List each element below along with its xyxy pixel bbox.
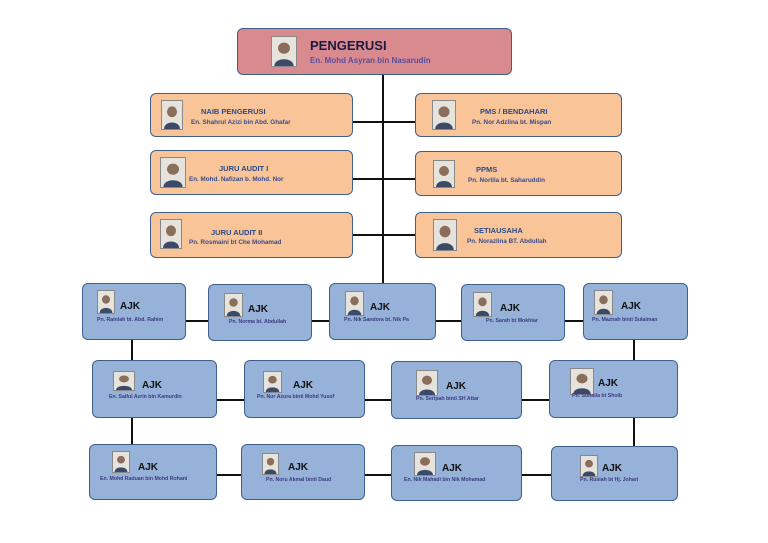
connector-officer-row3 — [352, 234, 416, 236]
person-photo-icon — [473, 292, 492, 317]
chairman-title: PENGERUSI — [310, 38, 387, 53]
connector-officer-row2 — [352, 178, 416, 180]
committee-title: AJK — [142, 380, 163, 391]
officer-box-vice-chairman: NAIB PENGERUSI En. Shahrul Azizi bin Abd… — [150, 93, 353, 137]
committee-name: Pn. Sarah bt Mokhtar — [486, 318, 538, 324]
committee-box: AJK Pn. Maznah binti Sulaiman — [583, 283, 688, 340]
committee-box: AJK Pn. Seripah binti SH Attar — [391, 361, 522, 419]
committee-name: Pn. Norma bt. Abdullah — [229, 319, 287, 325]
committee-box: AJK En. Nik Mahadi bin Nik Mohamad — [391, 445, 522, 501]
committee-title: AJK — [602, 463, 623, 474]
committee-box: AJK En. Saiful Azrin bin Kamurdin — [92, 360, 217, 418]
committee-title: AJK — [120, 301, 141, 312]
person-photo-icon — [160, 219, 182, 249]
officer-box-secretary: SETIAUSAHA Pn. Norazlina BT. Abdullah — [415, 212, 622, 258]
person-photo-icon — [271, 36, 297, 67]
chairman-name: En. Mohd Asyran bin Nasarudin — [310, 56, 431, 65]
officer-box-treasurer: PMS / BENDAHARI Pn. Nor Adzlina bt. Misp… — [415, 93, 622, 137]
person-photo-icon — [594, 290, 613, 315]
person-photo-icon — [580, 455, 598, 477]
connector-drop-left — [131, 340, 133, 360]
committee-title: AJK — [138, 462, 159, 473]
committee-box: AJK En. Mohd Raduan bin Mohd Rohani — [89, 444, 217, 500]
officer-title: PPMS — [476, 165, 498, 174]
committee-title: AJK — [442, 463, 463, 474]
committee-name: Pn. Noru Akmal binti Daud — [266, 477, 332, 483]
committee-title: AJK — [446, 381, 467, 392]
connector-drop-left2 — [131, 418, 133, 444]
officer-name: Pn. Rosmaini bt Che Mohamad — [189, 239, 282, 246]
person-photo-icon — [160, 157, 186, 188]
officer-title: JURU AUDIT I — [219, 164, 269, 173]
committee-title: AJK — [370, 302, 391, 313]
officer-title: SETIAUSAHA — [474, 226, 523, 235]
person-photo-icon — [432, 100, 456, 130]
officer-title: NAIB PENGERUSI — [201, 107, 266, 116]
committee-box: AJK Pn. Rusiah bt Hj. Johari — [551, 446, 678, 501]
committee-name: Pn. Ramlah bt. Abd. Rahim — [97, 317, 164, 323]
committee-box: AJK Pn. Ramlah bt. Abd. Rahim — [82, 283, 186, 340]
committee-title: AJK — [248, 304, 269, 315]
person-photo-icon — [224, 293, 243, 317]
committee-name: En. Mohd Raduan bin Mohd Rohani — [100, 476, 188, 482]
committee-title: AJK — [598, 378, 619, 389]
committee-box: AJK Pn. Nur Azura binti Mohd Yusof — [244, 360, 365, 418]
connector-drop-right2 — [633, 418, 635, 446]
officer-title: PMS / BENDAHARI — [480, 107, 548, 116]
committee-name: Pn. Nur Azura binti Mohd Yusof — [257, 394, 335, 400]
person-photo-icon — [414, 452, 436, 476]
person-photo-icon — [112, 451, 130, 473]
connector-drop-right — [633, 340, 635, 360]
committee-box: AJK Pn. Sarah bt Mokhtar — [461, 284, 565, 341]
officer-box-auditor-2: JURU AUDIT II Pn. Rosmaini bt Che Mohama… — [150, 212, 353, 258]
person-photo-icon — [433, 219, 457, 251]
committee-box: AJK Pn. Norma bt. Abdullah — [208, 284, 312, 341]
person-photo-icon — [113, 371, 135, 391]
person-photo-icon — [416, 370, 438, 396]
committee-name: Pn. Nik Sandora bt. Nik Pa — [344, 317, 409, 323]
committee-title: AJK — [621, 301, 642, 312]
committee-box: AJK Pn. Noru Akmal binti Daud — [241, 444, 365, 500]
person-photo-icon — [97, 290, 115, 314]
officer-title: JURU AUDIT II — [211, 228, 263, 237]
connector-officer-row1 — [352, 121, 416, 123]
committee-box: AJK Pn. Nik Sandora bt. Nik Pa — [329, 283, 436, 340]
person-photo-icon — [263, 371, 282, 393]
officer-name: En. Shahrul Azizi bin Abd. Ghafar — [191, 119, 291, 126]
committee-name: En. Nik Mahadi bin Nik Mohamad — [404, 477, 486, 483]
committee-box: AJK Pn. Suhaila bt Shoib — [549, 360, 678, 418]
committee-name: En. Saiful Azrin bin Kamurdin — [109, 394, 182, 400]
committee-name: Pn. Seripah binti SH Attar — [416, 396, 479, 402]
committee-title: AJK — [288, 462, 309, 473]
officer-name: Pn. Norlila bt. Saharuddin — [468, 177, 545, 184]
committee-title: AJK — [500, 303, 521, 314]
person-photo-icon — [570, 368, 594, 395]
committee-name: Pn. Rusiah bt Hj. Johari — [580, 477, 639, 483]
officer-name: Pn. Nor Adzlina bt. Mispan — [472, 119, 552, 126]
committee-title: AJK — [293, 380, 314, 391]
officer-box-auditor-1: JURU AUDIT I En. Mohd. Nafizan b. Mohd. … — [150, 150, 353, 195]
person-photo-icon — [433, 160, 455, 188]
officer-box-ppms: PPMS Pn. Norlila bt. Saharuddin — [415, 151, 622, 196]
connector-committee-row2 — [217, 399, 550, 401]
person-photo-icon — [345, 291, 364, 316]
person-photo-icon — [262, 453, 279, 475]
chairman-box: PENGERUSI En. Mohd Asyran bin Nasarudin — [237, 28, 512, 75]
committee-name: Pn. Maznah binti Sulaiman — [592, 317, 658, 323]
committee-name: Pn. Suhaila bt Shoib — [572, 393, 623, 399]
connector-committee-row3 — [217, 474, 551, 476]
person-photo-icon — [161, 100, 183, 130]
officer-name: En. Mohd. Nafizan b. Mohd. Nor — [189, 176, 284, 183]
officer-name: Pn. Norazlina BT. Abdullah — [467, 238, 547, 245]
